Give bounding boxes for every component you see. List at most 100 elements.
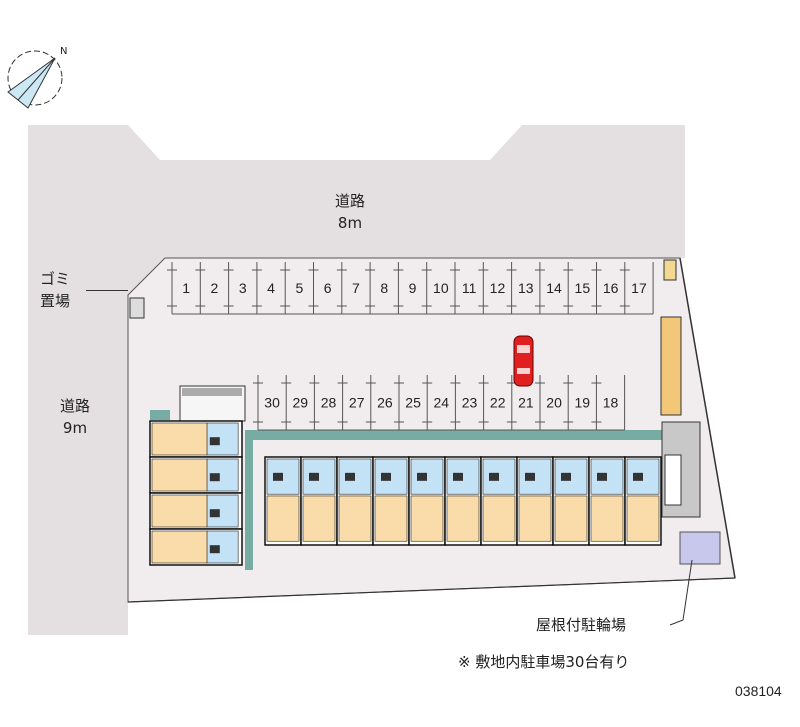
parking-slot-number: 15 (575, 280, 591, 296)
road-north-label: 道路 8m (320, 190, 380, 234)
parking-slot-number: 24 (434, 395, 450, 411)
parking-slot: 28 (309, 375, 336, 430)
parking-slot: 9 (393, 262, 417, 314)
apartment-unit (516, 456, 554, 546)
apartment-unit (624, 456, 662, 546)
parking-slot-number: 25 (405, 395, 421, 411)
road-north-width: 8m (337, 214, 363, 232)
road-west-label: 道路 9m (45, 395, 105, 439)
parking-slot-number: 26 (377, 395, 393, 411)
parking-row-bottom: 30 29 28 27 26 25 24 23 22 21 20 19 18 (253, 375, 626, 431)
parking-slot: 8 (365, 262, 388, 314)
parking-slot: 14 (534, 262, 562, 314)
compass-icon: N (7, 46, 67, 109)
apartment-unit (149, 492, 243, 530)
parking-note: ※ 敷地内駐車場30台有り (458, 653, 630, 671)
stairs-left-landing (182, 388, 242, 396)
parking-slot-number: 20 (546, 395, 562, 411)
garbage-leader (86, 290, 128, 309)
walkway (150, 410, 170, 420)
parking-slot: 12 (478, 262, 505, 314)
parking-slot-number: 21 (518, 395, 534, 411)
parking-slot-number: 22 (490, 395, 506, 411)
apartment-unit (372, 456, 410, 546)
parking-slot-number: 23 (462, 395, 478, 411)
road-north (128, 125, 685, 295)
parking-slot: 27 (337, 375, 365, 430)
road-north-name: 道路 (334, 192, 365, 210)
parking-slot: 22 (478, 375, 506, 430)
bicycle-parking-label: 屋根付駐輪場 (536, 616, 627, 634)
storage-box (663, 259, 677, 281)
parking-slot: 6 (308, 262, 332, 314)
parking-slot-number: 6 (324, 280, 332, 296)
parking-slot: 21 (506, 375, 534, 430)
parking-slot: 17 (619, 262, 647, 314)
garbage-label: ゴミ置場 (39, 270, 70, 310)
apartment-unit (480, 456, 518, 546)
parking-slot-number: 10 (433, 280, 449, 296)
apartment-unit (444, 456, 482, 546)
apartment-unit (552, 456, 590, 546)
walkway (245, 430, 665, 440)
parking-slot: 29 (281, 375, 308, 430)
apartment-unit (588, 456, 626, 546)
road-west-name: 道路 (59, 397, 90, 415)
parking-slot-number: 8 (380, 280, 388, 296)
parking-slot-number: 5 (295, 280, 303, 296)
garbage-area (129, 297, 145, 319)
parking-slot: 20 (535, 375, 562, 430)
parking-slot-number: 11 (462, 280, 477, 296)
parking-slot: 15 (563, 262, 590, 314)
parking-slot: 23 (450, 375, 477, 430)
building-west (149, 420, 243, 566)
walkway (245, 440, 253, 570)
road-west (28, 125, 128, 635)
apartment-unit (336, 456, 374, 546)
parking-slot: 13 (506, 262, 534, 314)
parking-slot: 5 (280, 262, 303, 314)
parking-slot-number: 19 (575, 395, 591, 411)
parking-slot-number: 27 (349, 395, 365, 411)
parking-slot: 10 (421, 262, 449, 314)
parking-slot-number: 3 (239, 280, 247, 296)
parking-slot-number: 29 (293, 395, 309, 411)
parking-slot: 25 (394, 375, 421, 430)
parking-slot-number: 17 (631, 280, 647, 296)
parking-slot: 7 (336, 262, 360, 314)
parking-slot-number: 9 (409, 280, 417, 296)
bicycle-leader (669, 559, 693, 626)
bicycle-parking-area (679, 531, 721, 565)
parking-slot-number: 2 (211, 280, 219, 296)
parking-slot: 16 (591, 262, 619, 314)
parking-slot: 4 (251, 262, 275, 314)
parking-slot-number: 7 (352, 280, 360, 296)
building-south (264, 456, 662, 546)
car-icon (513, 335, 534, 387)
parking-slot: 2 (195, 262, 219, 314)
apartment-unit (149, 456, 243, 494)
parking-slot: 11 (450, 262, 477, 314)
parking-slot: 19 (563, 375, 590, 430)
parking-slot: 18 (591, 375, 618, 430)
apartment-unit (264, 456, 302, 546)
parking-slot-number: 30 (264, 395, 280, 411)
parking-slot-number: 16 (603, 280, 619, 296)
stairs-right-steps (664, 454, 682, 506)
parking-slot-number: 28 (321, 395, 337, 411)
parking-slot: 26 (365, 375, 393, 430)
parking-slot-number: 4 (267, 280, 275, 296)
apartment-unit (300, 456, 338, 546)
shed (660, 316, 682, 416)
parking-slot-number: 1 (182, 280, 190, 296)
parking-slot-number: 13 (518, 280, 534, 296)
parking-slot: 30 (253, 375, 280, 430)
apartment-unit (149, 528, 243, 566)
compass-north-label: N (60, 46, 67, 57)
road-west-width: 9m (62, 419, 88, 437)
parking-slot-number: 18 (603, 395, 619, 411)
parking-slot-number: 14 (546, 280, 562, 296)
parking-slot: 1 (167, 262, 190, 314)
